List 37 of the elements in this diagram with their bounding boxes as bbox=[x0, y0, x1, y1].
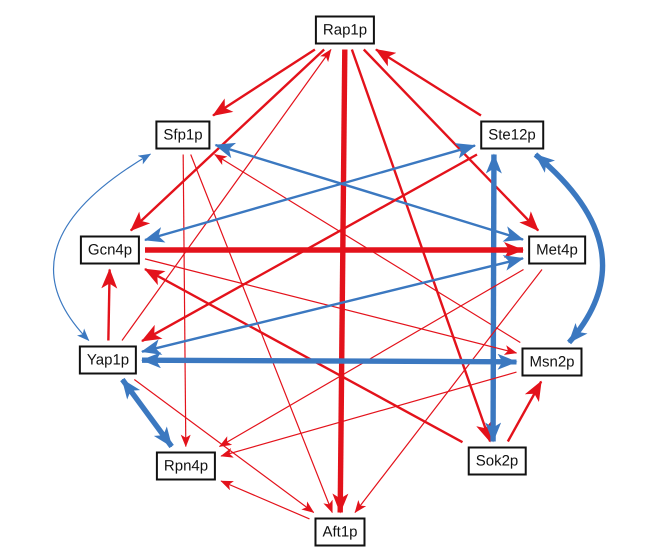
arrow bbox=[375, 48, 482, 117]
arrow bbox=[212, 48, 316, 116]
arrow bbox=[220, 372, 517, 458]
arrow bbox=[485, 154, 502, 442]
arrow bbox=[218, 268, 524, 448]
arrow bbox=[214, 142, 524, 242]
gene-box: Sok2p bbox=[468, 446, 526, 476]
gene-box: Aft1p bbox=[314, 518, 366, 546]
arrow bbox=[190, 154, 333, 514]
arrow bbox=[130, 48, 325, 232]
arrow bbox=[214, 154, 521, 344]
arrow bbox=[53, 154, 152, 341]
arrow bbox=[362, 48, 540, 232]
gene-box: Ste12p bbox=[480, 120, 544, 150]
arrow bbox=[354, 269, 542, 513]
arrow bbox=[134, 379, 314, 513]
gene-box: Rap1p bbox=[314, 16, 376, 44]
arrow bbox=[144, 268, 464, 444]
arrow bbox=[332, 49, 348, 514]
gene-box: Met4p bbox=[528, 236, 586, 264]
gene-box: Yap1p bbox=[78, 346, 138, 374]
gene-box: Gcn4p bbox=[80, 236, 140, 264]
arrow bbox=[144, 143, 476, 242]
gene-box: Sfp1p bbox=[155, 120, 211, 150]
arrow bbox=[141, 352, 518, 370]
gene-box: Rpn4p bbox=[156, 452, 216, 480]
gene-box: Msn2p bbox=[521, 348, 583, 376]
arrow bbox=[506, 380, 542, 442]
arrow bbox=[120, 378, 174, 448]
arrow bbox=[220, 480, 310, 520]
arrow bbox=[145, 242, 524, 258]
arrow bbox=[101, 268, 118, 341]
arrow bbox=[180, 154, 191, 448]
arrow bbox=[141, 153, 478, 342]
arrow bbox=[534, 152, 606, 344]
arrow bbox=[350, 49, 492, 442]
arrow bbox=[122, 49, 332, 341]
